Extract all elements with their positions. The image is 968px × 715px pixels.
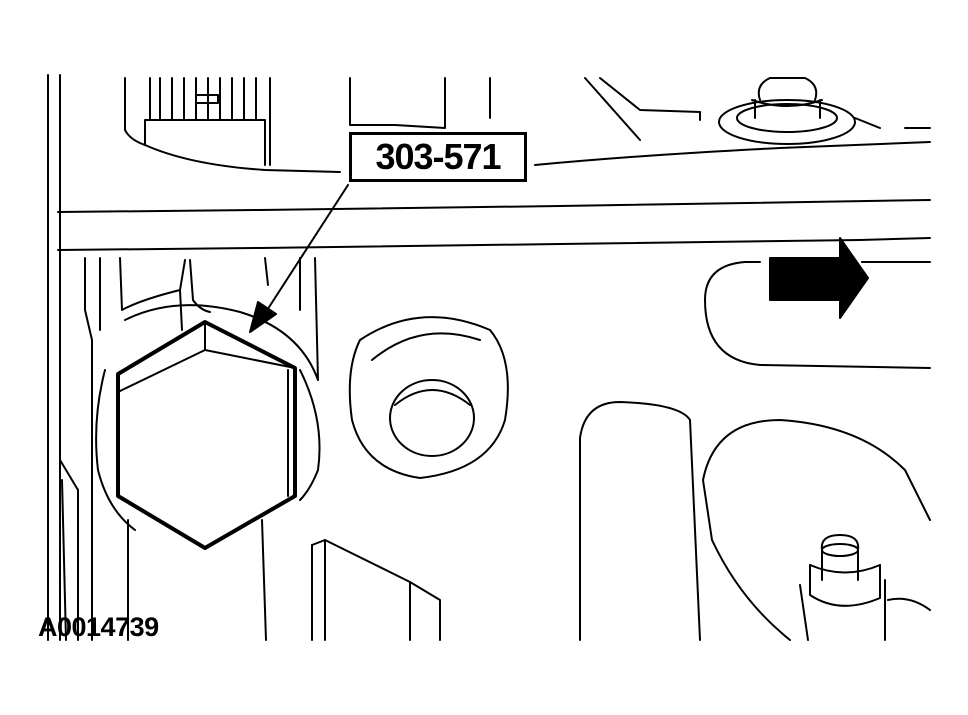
top-right-stud [535, 78, 930, 165]
left-frame-lines [48, 75, 78, 640]
callout-leader [250, 185, 348, 332]
bottom-block [312, 540, 440, 640]
arrow-right-icon [770, 238, 868, 318]
tool-number-callout: 303-571 [349, 132, 527, 182]
socket-surround [85, 258, 320, 640]
casting-edge-lines [58, 200, 930, 250]
right-slot [705, 262, 930, 368]
right-lower-casting [580, 402, 930, 640]
figure-id-label: A0014739 [38, 612, 159, 642]
tool-number-text: 303-571 [375, 136, 501, 177]
small-stud [800, 535, 885, 640]
top-bracket [125, 78, 490, 172]
hexagon-socket-icon [118, 322, 295, 548]
round-boss [350, 317, 508, 478]
